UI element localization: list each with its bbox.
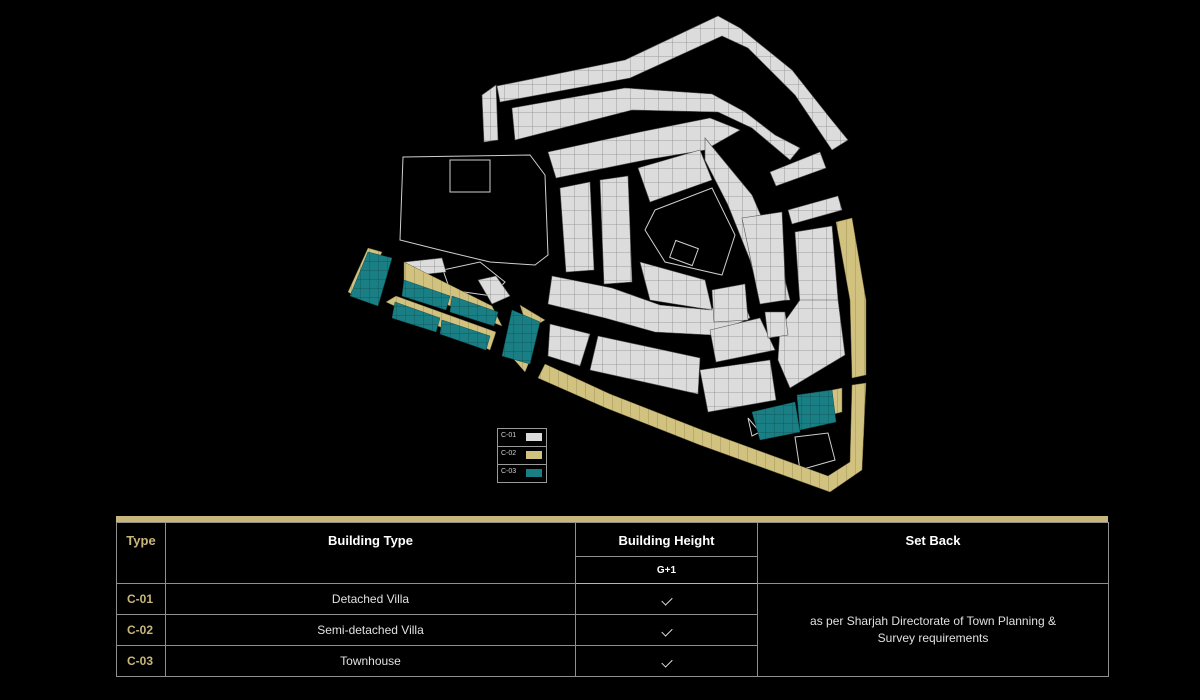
check-icon [660, 594, 673, 606]
open-space-outlines [399, 154, 836, 471]
table-row: C-03 Townhouse [116, 645, 1109, 677]
header-type: Type [116, 522, 166, 584]
table-top-bar [116, 516, 1108, 522]
legend-swatch-c02 [526, 451, 542, 459]
map-legend: C-01 C-02 C-03 [497, 428, 547, 483]
header-building-height: Building Height [575, 522, 758, 557]
table-row: C-02 Semi-detached Villa [116, 614, 1109, 646]
header-set-back: Set Back [757, 522, 1109, 584]
legend-row-c03: C-03 [498, 465, 546, 482]
c03-plots [349, 251, 837, 441]
row-code: C-02 [116, 614, 166, 646]
legend-row-c02: C-02 [498, 447, 546, 465]
check-icon [660, 656, 673, 668]
row-building-type: Townhouse [165, 645, 576, 677]
legend-swatch-c03 [526, 469, 542, 477]
c01-plots [404, 15, 849, 413]
building-schedule-table: Type Building Type Building Height Set B… [116, 516, 1109, 677]
legend-row-c01: C-01 [498, 429, 546, 447]
row-height-check [575, 614, 758, 646]
check-icon [660, 625, 673, 637]
legend-code: C-02 [501, 450, 517, 457]
master-plan-map [347, 15, 867, 493]
row-building-type: Semi-detached Villa [165, 614, 576, 646]
row-code: C-03 [116, 645, 166, 677]
row-height-check [575, 583, 758, 615]
table-row: C-01 Detached Villa as per Sharjah Direc… [116, 583, 1109, 677]
header-height-sub: G+1 [575, 556, 758, 584]
header-building-type: Building Type [165, 522, 576, 584]
row-height-check [575, 645, 758, 677]
legend-code: C-03 [501, 468, 517, 475]
row-building-type: Detached Villa [165, 583, 576, 615]
row-code: C-01 [116, 583, 166, 615]
legend-code: C-01 [501, 432, 517, 439]
set-back-text: as per Sharjah Directorate of Town Plann… [757, 583, 1109, 677]
schedule-table: Type Building Type Building Height Set B… [116, 522, 1109, 677]
legend-swatch-c01 [526, 433, 542, 441]
